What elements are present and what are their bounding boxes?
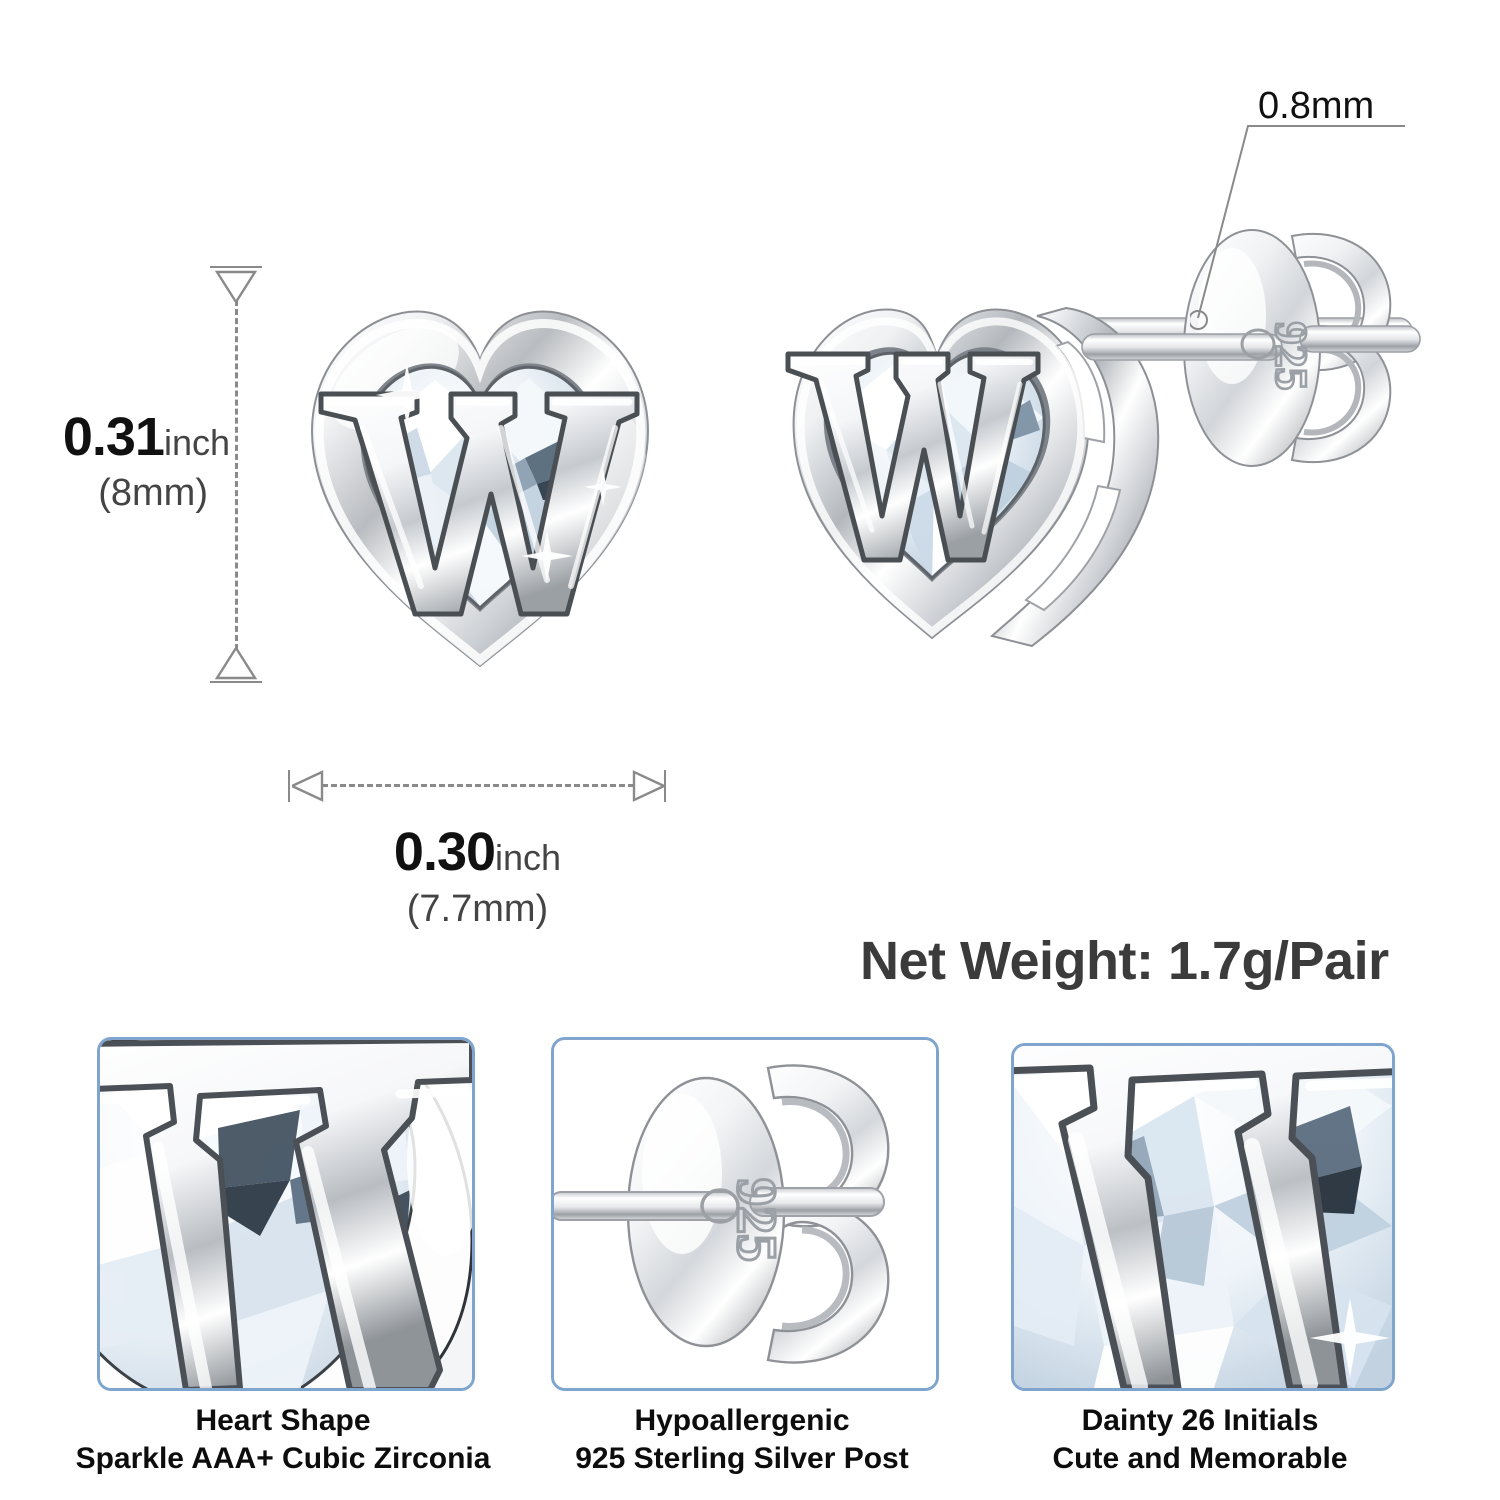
caption-line-1: Dainty 26 Initials [1081, 1404, 1319, 1437]
earring-angled-view-with-post: 925 [782, 186, 1432, 686]
letter-glyph-macro [100, 1040, 472, 1388]
post-thickness-leader [1190, 125, 1405, 330]
letter-glyph [785, 351, 1041, 563]
height-metric: (8mm) [98, 472, 208, 514]
net-weight-label: Net Weight: 1.7g/Pair [860, 931, 1389, 991]
post-thickness-label: 0.8mm [1258, 85, 1375, 127]
feature-thumbnail-dainty-initials [1011, 1043, 1395, 1391]
width-value: 0.30 [393, 822, 496, 882]
caption-line-2: Cute and Memorable [1052, 1442, 1348, 1475]
feature-caption-hypoallergenic-post: Hypoallergenic 925 Sterling Silver Post [492, 1402, 992, 1478]
width-dimension-label: 0.30inch (7.7mm) [285, 825, 670, 933]
width-metric: (7.7mm) [406, 888, 549, 930]
feature-caption-dainty-initials: Dainty 26 Initials Cute and Memorable [950, 1402, 1450, 1478]
letter-glyph-macro [1014, 1046, 1392, 1388]
earring-front-view [285, 268, 675, 688]
silver-stamp-925: 925 [1266, 322, 1317, 391]
feature-caption-heart-shape: Heart Shape Sparkle AAA+ Cubic Zirconia [37, 1402, 529, 1478]
caption-line-2: Sparkle AAA+ Cubic Zirconia [75, 1442, 491, 1475]
caption-line-1: Hypoallergenic [634, 1404, 850, 1437]
feature-thumbnail-heart-shape [97, 1037, 475, 1391]
width-unit: inch [495, 837, 562, 878]
sparkle-group [376, 364, 622, 582]
height-value: 0.31 [62, 407, 165, 467]
height-dimension-label: 0.31inch (8mm) [0, 410, 230, 516]
height-unit: inch [163, 422, 230, 463]
caption-line-2: 925 Sterling Silver Post [575, 1442, 909, 1475]
butterfly-back: 925 [1081, 229, 1421, 467]
silver-stamp-925: 925 [725, 1178, 787, 1262]
caption-line-1: Heart Shape [195, 1404, 371, 1437]
feature-thumbnail-hypoallergenic-post: 925 [551, 1037, 939, 1391]
